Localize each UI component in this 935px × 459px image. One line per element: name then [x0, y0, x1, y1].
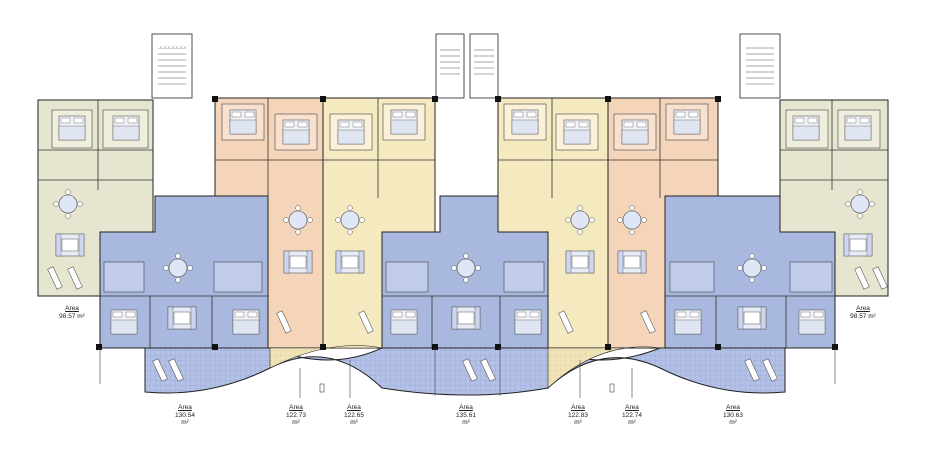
terrace-strip	[144, 310, 786, 396]
leader-lines	[99, 348, 836, 398]
area-label-blue-2: Area 135.61 m²	[456, 404, 476, 426]
area-label-left-end: Area 98.57 m²	[59, 305, 85, 320]
area-label-yellow-2: Area 122.83 m²	[568, 404, 588, 426]
stair-tower-right	[739, 33, 781, 99]
area-label-orange-1: Area 122.73 m²	[286, 404, 306, 426]
area-label-right-end: Area 98.57 m²	[850, 305, 876, 320]
area-label-blue-1: Area 130.54 m²	[175, 404, 195, 426]
unit-blue-3	[664, 195, 836, 349]
structural-columns	[96, 96, 838, 350]
stair-tower-mid-left	[435, 33, 465, 99]
area-label-yellow-1: Area 122.65 m²	[344, 404, 364, 426]
area-label-orange-2: Area 122.74 m²	[622, 404, 642, 426]
unit-blue-2	[381, 195, 549, 349]
stair-tower-left	[151, 33, 193, 99]
area-label-blue-3: Area 130.63 m²	[723, 404, 743, 426]
stair-tower-mid-right	[469, 33, 499, 99]
unit-left-end	[37, 99, 154, 297]
